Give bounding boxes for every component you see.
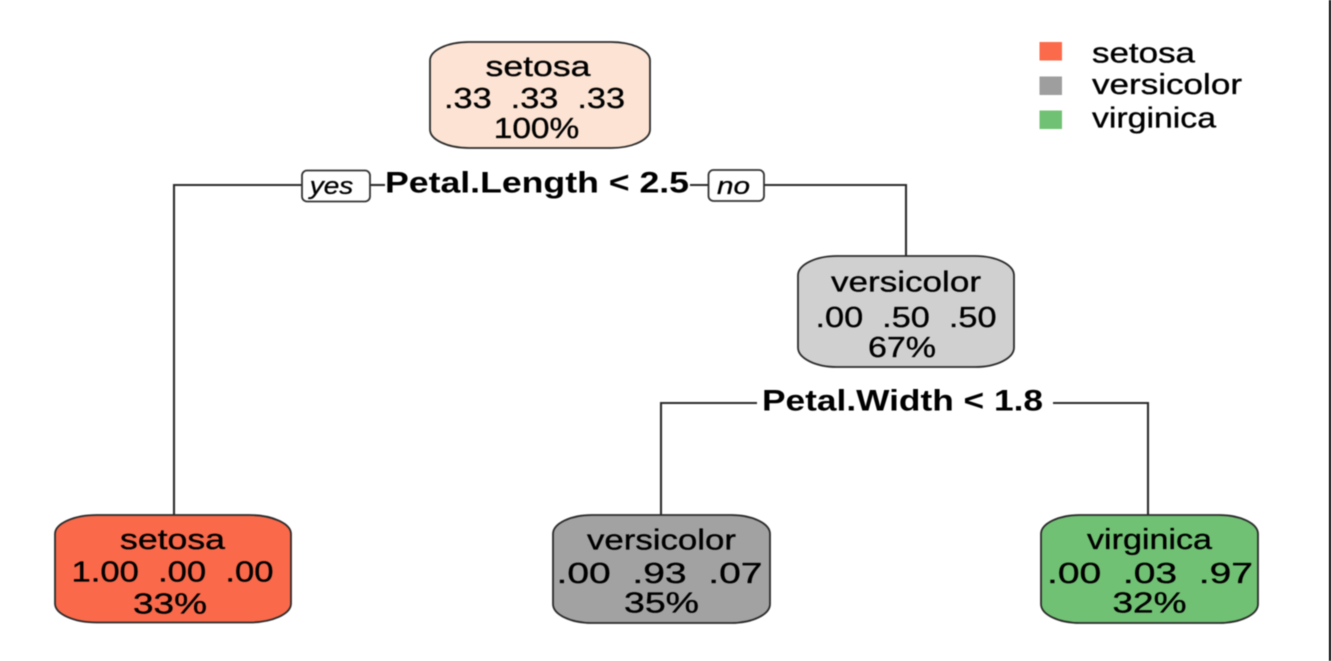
svg-text:yes: yes: [307, 173, 353, 200]
svg-text:1.00 .00 .00: 1.00 .00 .00: [72, 557, 274, 589]
svg-text:.00 .50 .50: .00 .50 .50: [816, 302, 997, 334]
svg-text:Petal.Width < 1.8: Petal.Width < 1.8: [762, 385, 1043, 418]
svg-text:33%: 33%: [133, 589, 207, 621]
svg-text:virginica: virginica: [1092, 103, 1217, 135]
svg-text:.00 .03 .97: .00 .03 .97: [1047, 558, 1253, 590]
svg-text:setosa: setosa: [1092, 38, 1196, 70]
svg-text:setosa: setosa: [120, 524, 226, 556]
svg-text:35%: 35%: [624, 588, 699, 620]
svg-text:versicolor: versicolor: [1092, 69, 1242, 101]
svg-text:100%: 100%: [494, 113, 580, 145]
svg-text:versicolor: versicolor: [587, 525, 736, 557]
svg-text:virginica: virginica: [1087, 524, 1213, 556]
svg-text:setosa: setosa: [486, 51, 592, 83]
svg-text:Petal.Length < 2.5: Petal.Length < 2.5: [385, 167, 689, 200]
svg-text:.33 .33 .33: .33 .33 .33: [444, 83, 625, 115]
svg-text:no: no: [717, 173, 750, 200]
svg-text:32%: 32%: [1113, 588, 1187, 620]
svg-text:versicolor: versicolor: [831, 267, 981, 299]
svg-text:.00 .93 .07: .00 .93 .07: [557, 558, 763, 590]
svg-text:67%: 67%: [868, 332, 936, 364]
